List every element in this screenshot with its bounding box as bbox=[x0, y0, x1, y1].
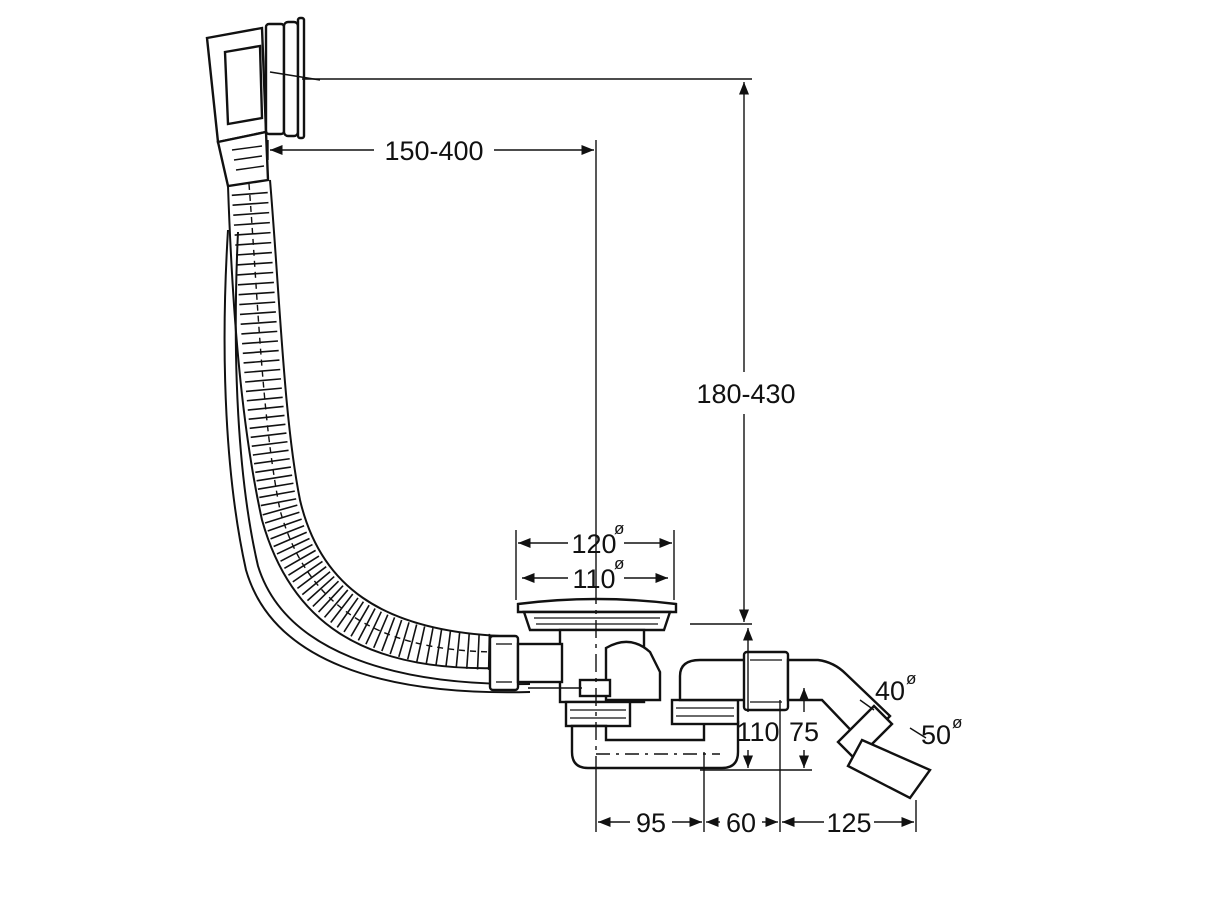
hose-rib bbox=[233, 221, 270, 226]
hose-rib bbox=[262, 504, 298, 516]
hose-rib bbox=[476, 633, 480, 670]
hose-rib bbox=[288, 555, 320, 576]
hose-rib bbox=[296, 566, 327, 589]
hose-rib bbox=[251, 440, 288, 448]
hose-rib bbox=[237, 271, 274, 276]
center-lines bbox=[267, 78, 917, 832]
bowden-cable bbox=[223, 229, 531, 694]
hose-rib bbox=[255, 466, 292, 474]
hose-rib bbox=[276, 537, 310, 555]
hose-rib bbox=[317, 585, 344, 613]
hose-rib bbox=[270, 525, 305, 540]
drain-assembly bbox=[488, 597, 932, 800]
hose-rib bbox=[283, 549, 317, 569]
hose-rib bbox=[236, 261, 273, 266]
overflow-head bbox=[205, 16, 321, 188]
hose-rib bbox=[323, 589, 349, 618]
hose-rib bbox=[312, 580, 340, 608]
outlet-diameter-large-label: 50 bbox=[921, 720, 951, 750]
hose-rib bbox=[248, 414, 285, 420]
hose-rib bbox=[231, 191, 268, 197]
offset-a-label: 95 bbox=[636, 808, 666, 838]
outlet-height-label: 75 bbox=[789, 717, 819, 747]
overflow-offset-label: 150-400 bbox=[384, 136, 483, 166]
hose-rib bbox=[455, 631, 461, 668]
hose-rib bbox=[247, 405, 284, 411]
drain-inner-diameter-label: 110 bbox=[572, 564, 615, 594]
hose-rib bbox=[242, 340, 279, 345]
dimension-labels: 150-400 180-430 120 ø 110 ø 110 75 40 ø … bbox=[384, 136, 962, 838]
diameter-symbol: ø bbox=[952, 713, 962, 732]
outlet-diameter-small-label: 40 bbox=[875, 676, 905, 706]
hose-rib bbox=[239, 311, 276, 316]
hose-rib bbox=[234, 231, 271, 236]
offset-b-label: 60 bbox=[726, 808, 756, 838]
hose-rib bbox=[243, 359, 280, 364]
hose-rib bbox=[256, 474, 293, 482]
hose-rib bbox=[259, 490, 295, 499]
hose-rib bbox=[301, 571, 331, 596]
drain-outer-diameter-label: 120 bbox=[571, 529, 616, 559]
hose-rib bbox=[435, 629, 443, 666]
diameter-symbol: ø bbox=[614, 554, 624, 573]
hose-rib bbox=[398, 622, 410, 658]
hose-rib bbox=[343, 601, 365, 633]
hose-rib bbox=[416, 626, 426, 662]
hose-rib bbox=[425, 628, 434, 664]
dimension-arrows bbox=[270, 82, 927, 828]
hose-rib bbox=[246, 396, 283, 402]
hose-rib bbox=[241, 330, 278, 335]
hose-rib bbox=[350, 604, 370, 637]
hose-rib bbox=[330, 593, 354, 623]
hose-rib bbox=[245, 378, 282, 383]
hose-rib bbox=[445, 630, 452, 667]
hose-rib bbox=[233, 211, 270, 216]
hose-rib bbox=[260, 498, 297, 507]
hose-rib bbox=[237, 281, 274, 286]
hose-rib bbox=[273, 531, 308, 548]
diameter-symbol: ø bbox=[614, 519, 624, 538]
hose-rib bbox=[240, 320, 277, 326]
hose-rib bbox=[389, 619, 403, 655]
trap-height-label: 110 bbox=[736, 717, 779, 747]
hose-rib bbox=[365, 611, 383, 645]
hose-rib bbox=[235, 241, 272, 246]
hose-rib bbox=[372, 614, 389, 649]
hose-rib bbox=[306, 575, 335, 602]
hose-rib bbox=[465, 632, 471, 669]
hose-rib bbox=[239, 301, 276, 306]
hose-rib bbox=[267, 518, 302, 532]
hose-rib bbox=[336, 597, 359, 628]
hose-rib bbox=[381, 617, 396, 652]
hose-rib bbox=[249, 423, 286, 430]
hose-rib bbox=[235, 251, 272, 256]
hose-rib bbox=[250, 432, 287, 439]
offset-c-label: 125 bbox=[826, 808, 871, 838]
hose-rib bbox=[252, 449, 289, 456]
hose-rib bbox=[406, 624, 418, 660]
hose-rib bbox=[257, 482, 294, 490]
diameter-symbol: ø bbox=[906, 669, 916, 688]
hose-rib bbox=[253, 457, 290, 465]
hose-rib bbox=[357, 608, 376, 641]
hose-rib bbox=[238, 291, 275, 296]
hose-rib bbox=[232, 201, 269, 207]
hose-ribs bbox=[231, 191, 491, 670]
corrugated-hose bbox=[227, 179, 501, 670]
hose-rib bbox=[264, 511, 300, 524]
hose-rib bbox=[280, 543, 313, 562]
hose-rib bbox=[244, 368, 281, 374]
hose-rib bbox=[292, 560, 323, 583]
hose-rib bbox=[242, 349, 279, 355]
height-range-label: 180-430 bbox=[696, 379, 795, 409]
hose-rib bbox=[245, 387, 282, 393]
